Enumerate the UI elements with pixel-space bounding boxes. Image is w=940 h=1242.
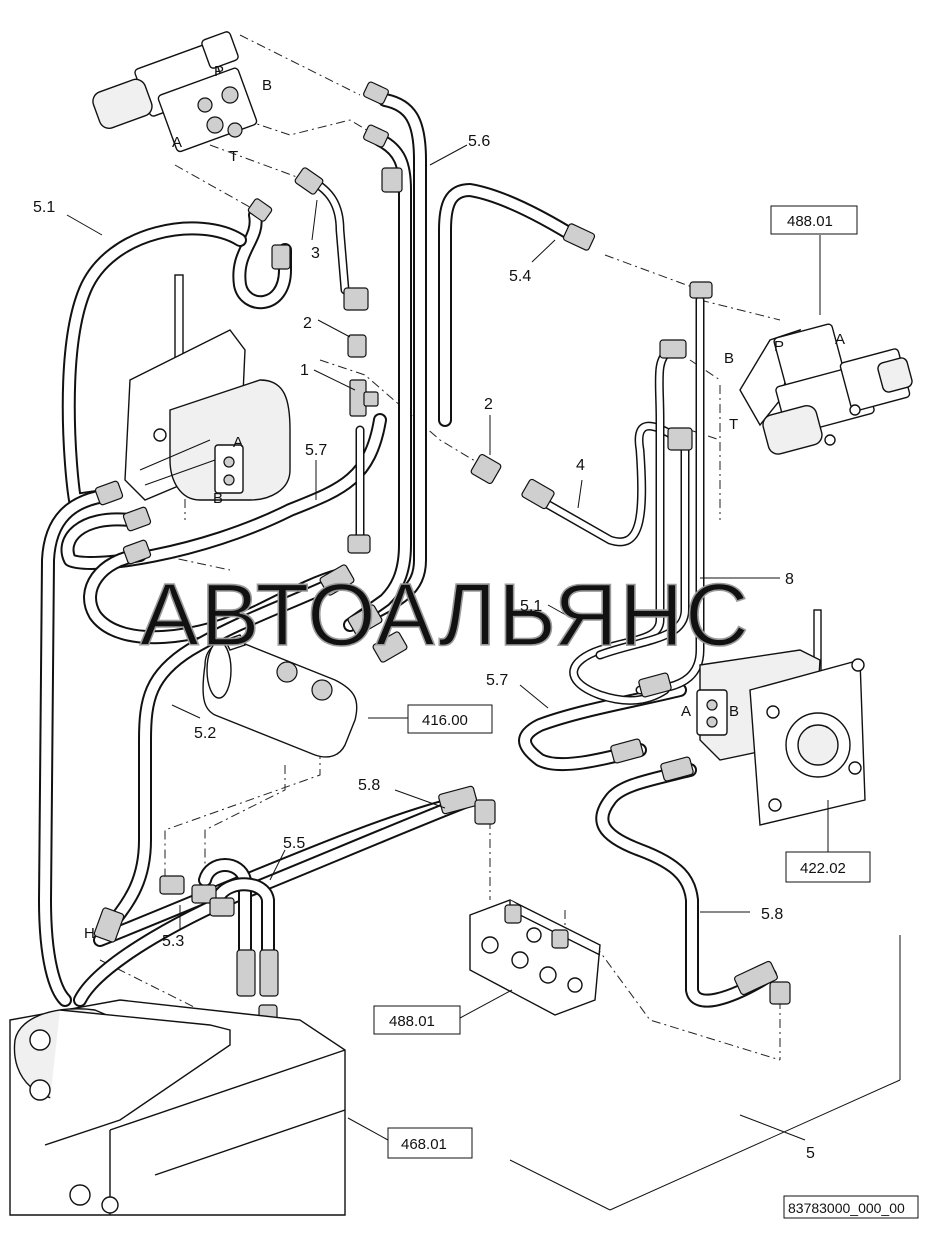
callout-5-7-left: 5.7 [305,442,327,459]
drawing-number: 83783000_000_00 [788,1200,905,1216]
port-t-left: T [229,148,238,165]
port-b-motor-left: B [213,490,223,507]
port-a-left: A [172,134,182,151]
ref-box-motor-right [785,851,871,883]
callout-2-right: 2 [484,396,493,413]
callout-5-3: 5.3 [162,933,184,950]
callout-5-1-left: 5.1 [33,199,55,216]
watermark: АВТОАЛЬЯНС [140,565,751,664]
callout-5-2: 5.2 [194,725,216,742]
ref-box-valve-right [770,205,858,235]
port-a-motor-right: A [681,703,691,720]
port-b-motor-right: B [729,703,739,720]
callout-5: 5 [806,1145,815,1162]
callout-2-left: 2 [303,315,312,332]
ref-block-center: 416.00 [422,712,468,729]
port-a-motor-left: A [233,434,243,451]
callout-3: 3 [311,245,320,262]
reference-boxes: 488.01 416.00 422.02 488.01 468.01 83783… [373,205,919,1219]
callout-5-4: 5.4 [509,268,531,285]
port-b-left: B [262,77,272,94]
callout-4: 4 [576,457,585,474]
callout-1: 1 [300,362,309,379]
drawing-number-box [783,1195,919,1219]
port-t-right: T [729,416,738,433]
valve-right [739,323,913,455]
callout-8: 8 [785,571,794,588]
port-b-right: B [724,350,734,367]
ref-motor-right: 422.02 [800,860,846,877]
callout-5-5: 5.5 [283,835,305,852]
tank [9,999,346,1216]
callout-5-1-right: 5.1 [520,598,542,615]
callout-5-8-top: 5.8 [358,777,380,794]
ref-valve-right: 488.01 [787,213,833,230]
motor-right [696,609,866,826]
ref-manifold: 488.01 [389,1013,435,1030]
port-p-right: P [774,338,784,355]
port-a-right: A [835,331,845,348]
port-labels: P B A T P A B T A B A B H [84,63,845,942]
callout-5-7-right: 5.7 [486,672,508,689]
callout-5-6: 5.6 [468,133,490,150]
ref-tank: 468.01 [401,1136,447,1153]
block-center [202,634,358,758]
ref-box-tank [387,1127,473,1159]
port-p-left: P [214,63,224,80]
manifold-block [469,899,601,1016]
callouts: 5.6 5.1 3 2 1 5.7 5.4 2 4 8 5.1 5.7 5.2 … [33,133,815,1162]
motor-left [124,274,291,501]
ref-box-block-center [407,704,493,734]
leader-lines [66,144,901,1211]
ref-box-manifold [373,1005,461,1035]
port-h: H [84,925,95,942]
valve-left [92,31,258,153]
callout-5-8-right: 5.8 [761,906,783,923]
